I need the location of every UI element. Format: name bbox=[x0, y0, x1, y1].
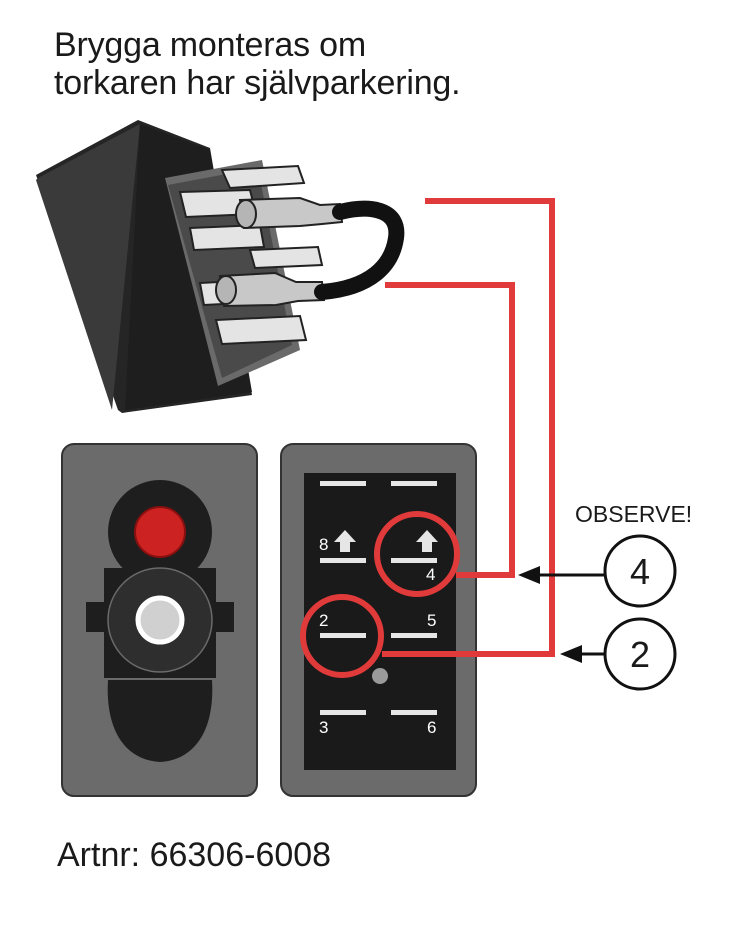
pin-label-4: 4 bbox=[426, 565, 435, 584]
pin-label-3: 3 bbox=[319, 718, 328, 737]
bar-pin-4 bbox=[391, 558, 437, 563]
indicator-dot bbox=[372, 668, 388, 684]
callout-number-top: 4 bbox=[630, 551, 650, 592]
bar-pin-5 bbox=[391, 633, 437, 638]
terminal-mid-left bbox=[188, 223, 266, 252]
switch-front-view bbox=[61, 443, 258, 797]
observe-label: OBSERVE! bbox=[575, 501, 692, 527]
jumper-connector-top bbox=[235, 196, 344, 230]
switch-illustration bbox=[36, 120, 405, 413]
bar-pin-2 bbox=[320, 633, 366, 638]
heading-line-1: Brygga monteras om bbox=[54, 26, 366, 64]
terminal-bottom bbox=[214, 314, 308, 346]
jumper-wire bbox=[314, 200, 405, 300]
red-lamp bbox=[134, 506, 186, 558]
arrow-up-icon bbox=[334, 530, 356, 552]
wire-inner bbox=[385, 282, 515, 578]
actuator-button bbox=[135, 595, 185, 645]
pin-label-8: 8 bbox=[319, 535, 328, 554]
pin-label-5: 5 bbox=[427, 611, 436, 630]
bar-row1-left bbox=[320, 481, 366, 486]
arrow-up-icon bbox=[416, 530, 438, 552]
terminal-top-right bbox=[220, 164, 306, 190]
bar-pin-8 bbox=[320, 558, 366, 563]
jumper-connector-bottom bbox=[215, 271, 326, 308]
lower-rocker bbox=[107, 680, 213, 762]
callout-circle-bottom bbox=[603, 617, 677, 691]
highlight-pin-4 bbox=[374, 511, 460, 597]
callouts: OBSERVE! 4 2 bbox=[518, 501, 692, 691]
bar-row1-right bbox=[391, 481, 437, 486]
heading: Brygga monteras om torkaren har självpar… bbox=[54, 26, 461, 102]
callout-number-bottom: 2 bbox=[630, 634, 650, 675]
bar-pin-6 bbox=[391, 710, 437, 715]
wire-outer bbox=[382, 198, 555, 657]
pin-label-6: 6 bbox=[427, 718, 436, 737]
article-number: Artnr: 66306-6008 bbox=[57, 836, 332, 874]
arrow-left-icon bbox=[518, 566, 540, 584]
highlight-pin-2 bbox=[300, 594, 384, 678]
bar-pin-3 bbox=[320, 710, 366, 715]
red-wires bbox=[382, 198, 555, 657]
arrow-left-icon bbox=[560, 645, 582, 663]
callout-circle-top bbox=[603, 534, 677, 608]
terminal-mid-right bbox=[248, 245, 324, 270]
heading-line-2: torkaren har självparkering. bbox=[54, 64, 461, 102]
pin-label-2: 2 bbox=[319, 611, 328, 630]
switch-front-face bbox=[36, 124, 140, 410]
